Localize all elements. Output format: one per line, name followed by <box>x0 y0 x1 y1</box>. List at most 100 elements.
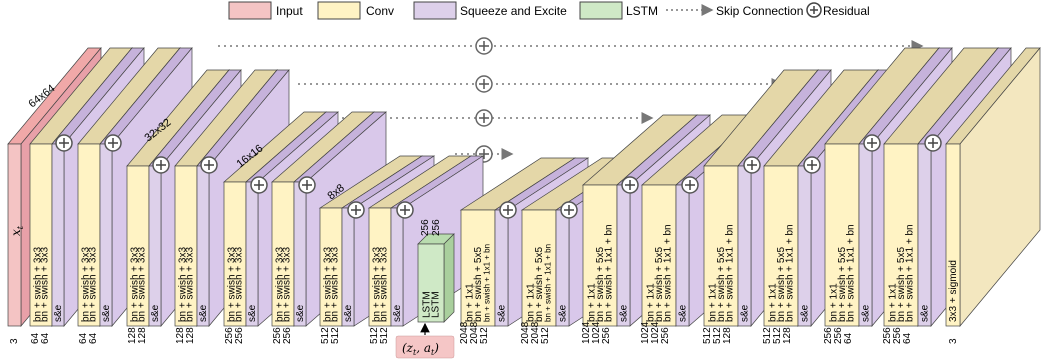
channel-count-label: 256 <box>892 327 903 344</box>
layer-op-label: bn + swish + 3x3 <box>234 247 245 322</box>
layer-op-label: s&e <box>295 304 306 322</box>
legend-se-swatch <box>413 1 457 20</box>
input-xt-label: xt <box>9 225 25 236</box>
channel-count-label: 256 <box>823 327 834 344</box>
channel-count-label: 512 <box>379 327 390 344</box>
channel-count-label: 1024 <box>640 321 651 344</box>
channel-count-label: 2048 <box>530 321 541 344</box>
layer-op-label: s&e <box>247 304 258 322</box>
legend-lstm-label: LSTM <box>626 4 658 18</box>
layer-op-label: bn + 1x1 <box>829 283 840 322</box>
layer-op-label: bn + swish + 1x1 + bn <box>663 224 674 322</box>
skip-residual-icon <box>475 37 493 55</box>
layer-op-label: s&e <box>740 304 751 322</box>
layer-op-label: s&e <box>861 304 872 322</box>
layer-op-label: LSTM <box>430 291 441 318</box>
channel-count-label: 128 <box>127 327 138 344</box>
channel-count-label: 128 <box>185 327 196 344</box>
residual-icon <box>621 176 639 194</box>
channel-count-label: 1024 <box>591 321 602 344</box>
channel-count-label: 512 <box>540 327 551 344</box>
channel-count-label: 64 <box>40 332 51 344</box>
layer-op-label: s&e <box>198 304 209 322</box>
channel-count-label: 512 <box>479 327 490 344</box>
layer-op-label: bn + swish + 3x3 <box>177 247 188 322</box>
channel-count-label: 256 <box>833 327 844 344</box>
channel-count-label: 128 <box>137 327 148 344</box>
layer-op-label: bn + swish + 5x5 <box>716 247 727 322</box>
channel-count-label: 256 <box>282 327 293 344</box>
layer-op-label: bn + 1x1 <box>465 283 476 322</box>
layer-op-label: bn + swish + 3x3 <box>40 247 51 322</box>
legend-skip-label: Skip Connection <box>716 4 803 18</box>
channel-count-label: 256 <box>601 327 612 344</box>
residual-icon <box>499 201 517 219</box>
residual-icon <box>560 201 578 219</box>
layer-op-label: s&e <box>920 304 931 322</box>
layer-op-label: bn + swish + 1x1 + bn <box>725 224 736 322</box>
layer-op-label: bn + swish + 1x1 + bn <box>785 224 796 322</box>
layer-op-label: bn + swish + 3x3 <box>137 247 148 322</box>
layer-op-label: bn + swish + 5x5 <box>654 247 665 322</box>
channel-count-label: 64 <box>843 332 854 344</box>
channel-count-label: 2048 <box>469 321 480 344</box>
layer-op-label: bn + swish + 1x1 + bn <box>905 224 916 322</box>
channel-count-label: 128 <box>722 327 733 344</box>
residual-icon <box>681 176 699 194</box>
channel-count-label: 3 <box>9 338 20 344</box>
residual-icon <box>803 156 821 174</box>
channel-count-label: 128 <box>175 327 186 344</box>
layer-op-label: bn + swish + 5x5 <box>534 247 545 322</box>
channel-count-label: 128 <box>782 327 793 344</box>
channel-count-label: 512 <box>712 327 723 344</box>
layer-op-label: bn + 1x1 <box>708 283 719 322</box>
layer-op-label: bn + 1x1 <box>768 283 779 322</box>
lstm-channel-2: 256 <box>431 219 442 236</box>
legend-se-label: Squeeze and Excite <box>460 4 567 18</box>
layer-op-label: bn + swish + 3x3 <box>185 247 196 322</box>
channel-count-label: 512 <box>369 327 380 344</box>
legend: Input Conv Squeeze and Excite LSTM Skip … <box>228 1 870 20</box>
legend-residual-label: Residual <box>823 4 870 18</box>
channel-count-label: 512 <box>762 327 773 344</box>
layer-op-label: s&e <box>150 304 161 322</box>
residual-icon <box>743 156 761 174</box>
layer-op-label: bn + swish + 3x3 <box>322 247 333 322</box>
channel-count-label: 256 <box>660 327 671 344</box>
layer-op-label: bn + swish + 1x1 + bn <box>483 244 492 322</box>
layer-op-label: s&e <box>619 304 630 322</box>
layer-op-label: s&e <box>343 304 354 322</box>
channel-count-label: 512 <box>320 327 331 344</box>
layer-op-label: bn + swish + 3x3 <box>129 247 140 322</box>
layer-op-label: s&e <box>53 304 64 322</box>
legend-lstm-swatch <box>579 1 623 20</box>
channel-count-label: 512 <box>772 327 783 344</box>
channel-count-label: 2048 <box>520 321 531 344</box>
channel-count-label: 256 <box>272 327 283 344</box>
layer-op-label: bn + swish + 5x5 <box>595 247 606 322</box>
layer-op-label: bn + swish + 5x5 <box>896 247 907 322</box>
channel-count-label: 64 <box>88 332 99 344</box>
output-slab: 3x3 + sigmoid <box>945 47 1041 327</box>
residual-icon <box>347 201 365 219</box>
residual-icon <box>863 134 881 152</box>
residual-icon <box>924 134 942 152</box>
channel-count-label: 1024 <box>581 321 592 344</box>
legend-conv-label: Conv <box>366 4 394 18</box>
layer-op-label: bn + swish + 3x3 <box>330 247 341 322</box>
layer-op-label: s&e <box>392 304 403 322</box>
channel-count-label: 256 <box>882 327 893 344</box>
layer-op-label: bn + swish + 3x3 <box>379 247 390 322</box>
residual-icon <box>298 176 316 194</box>
layer-op-label: bn + 1x1 <box>646 283 657 322</box>
layer-op-label: bn + swish + 3x3 <box>282 247 293 322</box>
layer-op-label: bn + swish + 5x5 <box>837 247 848 322</box>
layer-op-label: bn + 1x1 <box>888 283 899 322</box>
residual-icon <box>200 156 218 174</box>
layer-op-label: s&e <box>678 304 689 322</box>
layer-op-label: 3x3 + sigmoid <box>948 260 959 322</box>
layer-op-label: bn + swish + 3x3 <box>88 247 99 322</box>
